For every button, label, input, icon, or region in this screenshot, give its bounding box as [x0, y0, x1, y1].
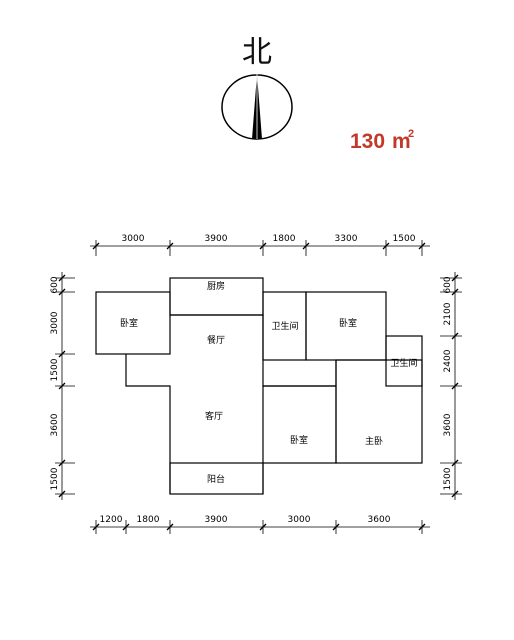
right-dimensions: 600 2100 2400 3600 1500: [440, 272, 462, 500]
area-unit-sup: 2: [408, 128, 414, 140]
dim-left-3: 1500: [50, 358, 60, 381]
dim-top-4: 3300: [335, 234, 358, 244]
dim-left-1: 600: [50, 276, 60, 293]
label-bath2: 卫生间: [390, 357, 417, 369]
room-labels: 卧室 厨房 餐厅 卫生间 卧室 卫生间 客厅 卧室 主卧 阳台: [120, 280, 418, 485]
room-bedroom-nw: [95, 291, 171, 355]
north-label: 北: [242, 35, 272, 70]
label-master: 主卧: [365, 435, 383, 447]
walls: [95, 277, 423, 495]
dim-right-1: 600: [443, 276, 453, 293]
dim-bottom-3: 3900: [205, 515, 228, 525]
north-arrow-icon: [221, 74, 293, 140]
label-bedroom-nw: 卧室: [120, 317, 138, 329]
dim-right-3: 2400: [443, 349, 453, 372]
dim-top-2: 3900: [205, 234, 228, 244]
label-living: 客厅: [205, 410, 223, 422]
label-balcony: 阳台: [207, 473, 225, 485]
dim-left-4: 3600: [50, 413, 60, 436]
room-bedroom-s: [262, 385, 337, 464]
wall-dining-east: [170, 314, 336, 387]
dim-left-5: 1500: [50, 467, 60, 490]
bottom-dimensions: 1200 1800 3900 3000 3600: [90, 515, 430, 534]
dim-bottom-5: 3600: [368, 515, 391, 525]
top-dimensions: 3000 3900 1800 3300 1500: [90, 234, 430, 256]
label-dining: 餐厅: [207, 334, 225, 346]
left-dimensions: 600 3000 1500 3600 1500: [50, 272, 75, 500]
dim-top-1: 3000: [122, 234, 145, 244]
label-bedroom-s: 卧室: [290, 434, 308, 446]
dim-bottom-4: 3000: [288, 515, 311, 525]
dim-bottom-1: 1200: [100, 515, 123, 525]
wall-living-west: [125, 354, 171, 494]
dim-top-3: 1800: [273, 234, 296, 244]
room-master: [335, 359, 423, 464]
dim-right-4: 3600: [443, 413, 453, 436]
label-bedroom-ne: 卧室: [339, 317, 357, 329]
area-unit: m: [392, 130, 411, 153]
dim-bottom-2: 1800: [137, 515, 160, 525]
dim-top-5: 1500: [393, 234, 416, 244]
dim-right-2: 2100: [443, 302, 453, 325]
label-bath1: 卫生间: [271, 320, 298, 332]
area-label: 130 m 2: [350, 128, 414, 153]
label-kitchen: 厨房: [207, 280, 225, 292]
dim-right-5: 1500: [443, 467, 453, 490]
dim-left-2: 3000: [50, 311, 60, 334]
area-value: 130: [350, 130, 385, 153]
